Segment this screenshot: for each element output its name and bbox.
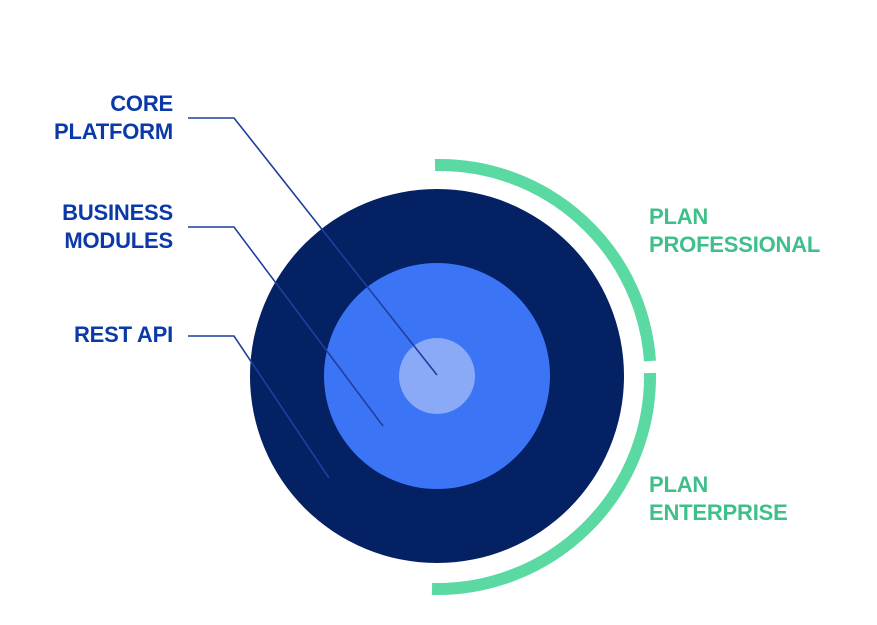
label-business-modules: BUSINESS MODULES [62, 200, 173, 253]
connector-rest-api [188, 335, 330, 479]
label-rest-api: REST API [73, 322, 173, 347]
connector-core-platform [188, 117, 438, 376]
label-core-platform: CORE PLATFORM [54, 91, 173, 144]
connector-business-modules [188, 226, 384, 427]
arc-plan-professional [434, 158, 656, 362]
label-plan-professional: PLAN PROFESSIONAL [649, 204, 821, 257]
arc-plan-enterprise [431, 372, 657, 596]
label-plan-enterprise: PLAN ENTERPRISE [649, 472, 788, 525]
core-circle-platform [399, 338, 475, 414]
